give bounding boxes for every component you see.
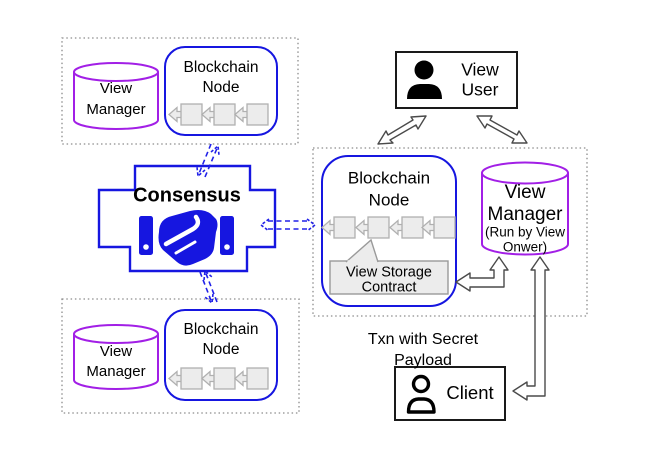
client-label: Client [446,382,493,403]
cylinder-body [481,173,569,256]
top-left-chained-blocks-icon [168,103,269,126]
right-view-manager-label-2: Manager [488,204,564,225]
cylinder-top [73,324,159,344]
txn-label-1: Txn with Secret [368,331,479,348]
person-outline-icon [406,374,436,414]
view-user-label-2: User [462,80,499,100]
bottom-left-view-manager-cylinder [73,324,159,390]
client-viewmanager-arrow [512,256,550,401]
bottom-left-cluster-border [61,298,300,414]
cylinder-top [73,62,159,82]
top-left-cluster-border [61,37,299,145]
right-view-manager-label-3: (Run by View [485,225,565,240]
tl-view-manager-label-1: View [100,80,132,97]
person-filled-icon [407,60,442,99]
view-user-box [395,51,518,109]
bl-view-manager-label-1: View [100,343,132,360]
bl-node-label-1: Blockchain [184,321,259,338]
right-node-label-2: Node [369,190,410,209]
contract-label-1: View Storage [346,264,432,280]
right-chained-blocks-icon [321,216,456,239]
consensus-topleft-arrows [196,143,220,178]
contract-label-2: Contract [362,279,417,295]
cylinder-top [481,161,569,185]
user-viewmanager-arrow [476,115,528,144]
user-blockchain-arrow [377,115,427,145]
right-view-manager-label-4: Onwer) [503,240,547,255]
tl-node-label-2: Node [202,79,239,96]
cylinder-body [73,72,159,130]
handshake-icon [139,210,234,266]
txn-label-2: Payload [394,352,452,369]
contract-viewmanager-arrow [455,256,509,292]
right-cluster-border [312,147,588,317]
right-node-label-1: Blockchain [348,168,430,187]
bl-view-manager-label-2: Manager [86,363,145,380]
tl-node-label-1: Blockchain [184,59,259,76]
consensus-label: Consensus [133,184,241,206]
top-left-view-manager-cylinder [73,62,159,130]
bl-node-label-2: Node [202,341,239,358]
right-view-manager-cylinder [481,161,569,256]
tl-view-manager-label-2: Manager [86,101,145,118]
right-view-manager-label-1: View [505,182,546,203]
view-user-label-1: View [461,60,499,80]
consensus-right-node-arrows [259,218,317,232]
cylinder-body [73,334,159,390]
view-storage-contract-callout [329,238,449,295]
bottom-left-chained-blocks-icon [168,367,269,390]
consensus-bottomleft-arrows [199,269,218,305]
